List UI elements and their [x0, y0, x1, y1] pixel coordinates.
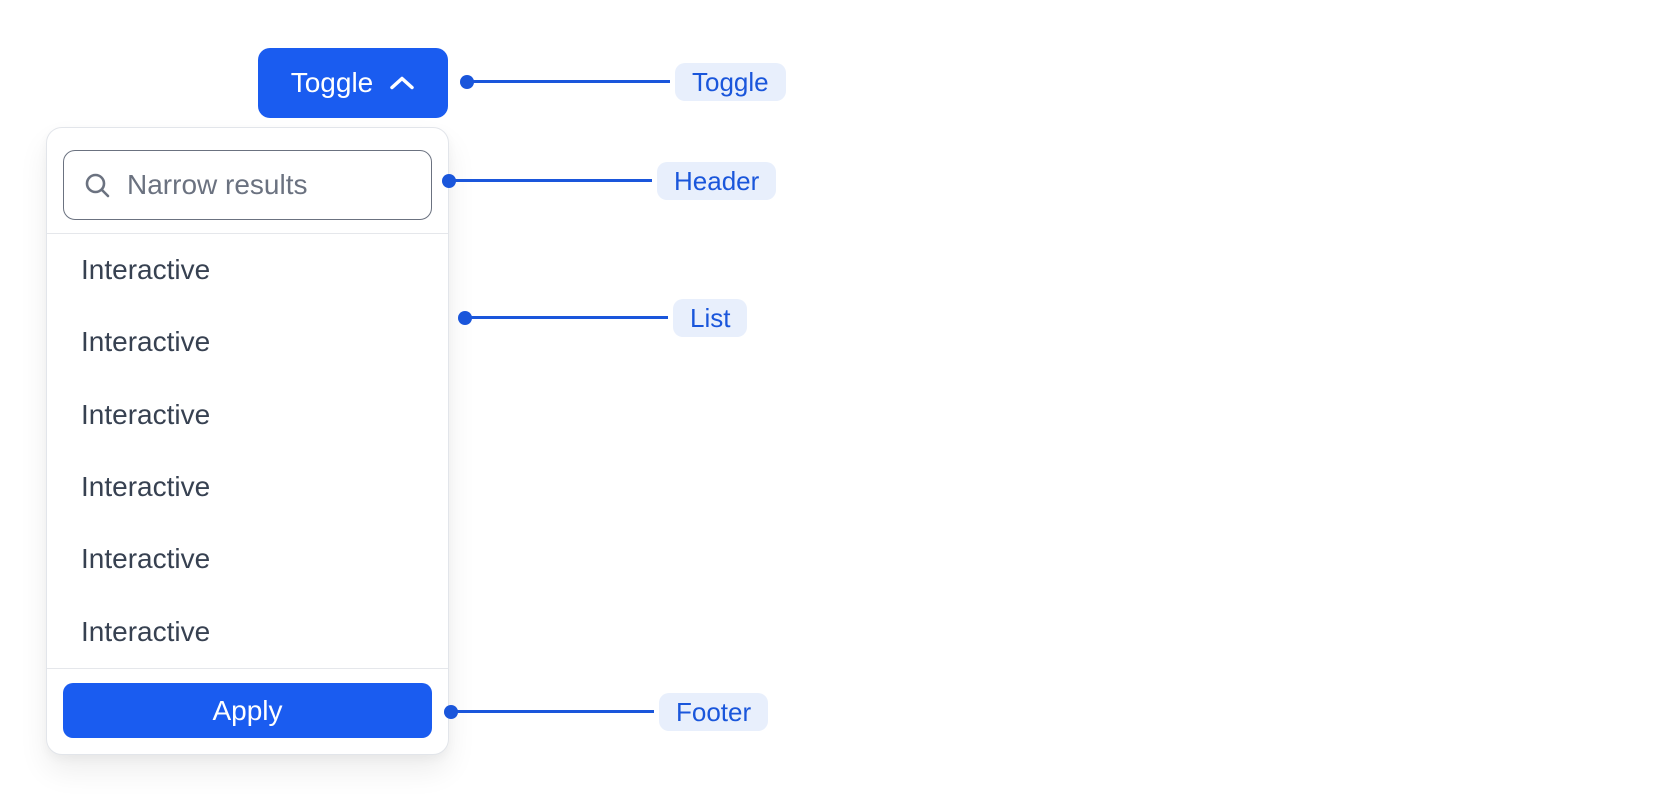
- apply-button[interactable]: Apply: [63, 683, 432, 738]
- search-icon: [84, 172, 111, 199]
- list-item[interactable]: Interactive: [81, 615, 211, 647]
- dropdown-footer: Apply: [47, 669, 448, 754]
- list-item[interactable]: Interactive: [81, 543, 211, 575]
- annotation-label-footer: Footer: [659, 693, 769, 731]
- dropdown-list: Interactive Interactive Interactive Inte…: [47, 234, 448, 668]
- header-divider: [47, 233, 448, 234]
- list-item[interactable]: Interactive: [81, 326, 211, 358]
- chevron-up-icon: [389, 75, 415, 91]
- list-item[interactable]: Interactive: [81, 471, 211, 503]
- annotation-label-list: List: [673, 299, 748, 337]
- dropdown-header: [47, 128, 448, 233]
- connector-line: [467, 80, 670, 83]
- toggle-button-label: Toggle: [290, 67, 374, 98]
- footer-divider: [47, 668, 448, 669]
- list-item[interactable]: Interactive: [81, 398, 211, 430]
- toggle-button[interactable]: Toggle: [258, 48, 448, 118]
- connector-line: [449, 179, 652, 182]
- search-box[interactable]: [63, 150, 432, 220]
- list-item[interactable]: Interactive: [81, 254, 211, 286]
- connector-line: [465, 316, 668, 319]
- dropdown-panel: Interactive Interactive Interactive Inte…: [46, 127, 449, 755]
- search-input[interactable]: [125, 168, 411, 202]
- annotation-label-toggle: Toggle: [675, 63, 786, 101]
- annotation-label-header: Header: [657, 162, 777, 200]
- connector-line: [451, 710, 654, 713]
